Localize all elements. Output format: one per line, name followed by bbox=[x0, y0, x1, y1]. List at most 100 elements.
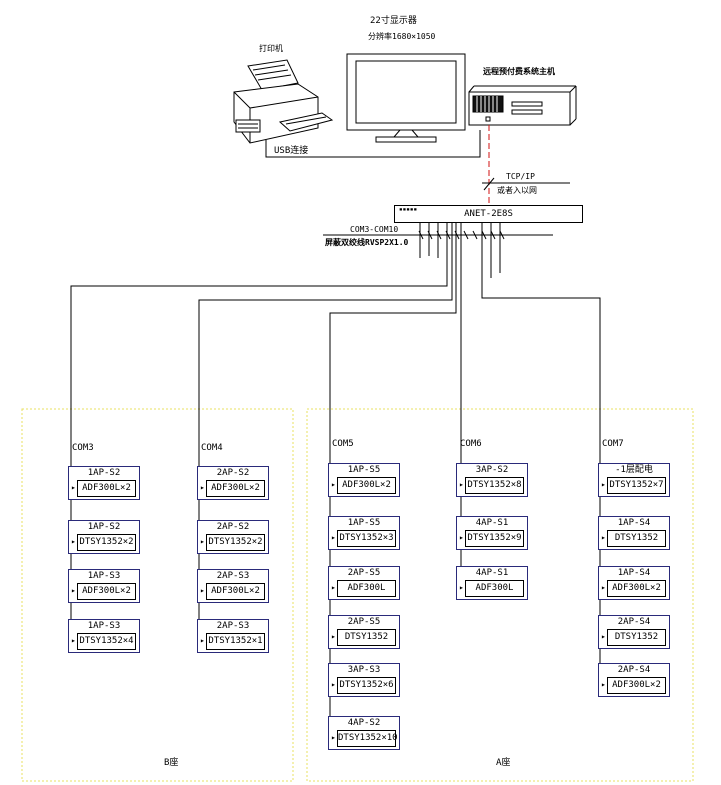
host-title: 远程预付费系统主机 bbox=[483, 67, 555, 76]
meter-model: ADF300L×2 bbox=[607, 677, 666, 694]
meter-model: ADF300L×2 bbox=[77, 480, 136, 497]
meter-model: DTSY1352 bbox=[337, 629, 396, 646]
arrow-right-icon: ▸ bbox=[331, 533, 336, 542]
meter-title: 1AP-S3 bbox=[87, 571, 121, 581]
arrow-right-icon: ▸ bbox=[459, 480, 464, 489]
meter-model: ADF300L×2 bbox=[206, 583, 265, 600]
arrow-right-icon: ▸ bbox=[331, 480, 336, 489]
arrow-right-icon: ▸ bbox=[601, 533, 606, 542]
arrow-right-icon: ▸ bbox=[331, 583, 336, 592]
meter-box: 4AP-S2▸DTSY1352×10 bbox=[328, 716, 400, 750]
meter-box: 2AP-S5 ▸ADF300L bbox=[328, 566, 400, 600]
meter-title: 4AP-S2 bbox=[347, 718, 381, 728]
arrow-right-icon: ▸ bbox=[459, 583, 464, 592]
meter-box: -1层配电▸DTSY1352×7 bbox=[598, 463, 670, 497]
meter-title: 2AP-S3 bbox=[216, 571, 250, 581]
gateway-name: ANET-2E8S bbox=[464, 209, 513, 219]
meter-model: ADF300L×2 bbox=[607, 580, 666, 597]
meter-box: 1AP-S5 ▸ADF300L×2 bbox=[328, 463, 400, 497]
meter-box: 2AP-S4▸DTSY1352 bbox=[598, 615, 670, 649]
meter-title: 2AP-S4 bbox=[617, 617, 651, 627]
usb-cable bbox=[265, 130, 481, 158]
meter-box: 1AP-S4 ▸ADF300L×2 bbox=[598, 566, 670, 600]
zone-a-label: A座 bbox=[496, 758, 511, 768]
zone-b-boundary bbox=[21, 408, 294, 782]
arrow-right-icon: ▸ bbox=[331, 632, 336, 641]
zone-a-boundary bbox=[306, 408, 694, 782]
meter-box: 2AP-S3▸DTSY1352×1 bbox=[197, 619, 269, 653]
meter-title: 1AP-S2 bbox=[87, 522, 121, 532]
arrow-right-icon: ▸ bbox=[200, 483, 205, 492]
arrow-right-icon: ▸ bbox=[71, 586, 76, 595]
meter-model: DTSY1352×4 bbox=[77, 633, 136, 650]
monitor-title: 22寸显示器 bbox=[370, 16, 417, 26]
meter-title: 1AP-S3 bbox=[87, 621, 121, 631]
meter-box: 3AP-S2▸DTSY1352×8 bbox=[456, 463, 528, 497]
meter-title: 1AP-S4 bbox=[617, 568, 651, 578]
monitor-icon bbox=[346, 53, 466, 143]
arrow-right-icon: ▸ bbox=[331, 680, 336, 689]
meter-title: 1AP-S2 bbox=[87, 468, 121, 478]
arrow-right-icon: ▸ bbox=[601, 583, 606, 592]
anet-gateway: ▪▪▪▪▪ ANET-2E8S bbox=[394, 205, 583, 223]
meter-box: 4AP-S1▸ADF300L bbox=[456, 566, 528, 600]
com-port-label: COM5 bbox=[332, 439, 354, 449]
meter-title: 1AP-S5 bbox=[347, 465, 381, 475]
meter-model: ADF300L×2 bbox=[77, 583, 136, 600]
meter-title: 2AP-S5 bbox=[347, 568, 381, 578]
meter-title: 2AP-S3 bbox=[216, 621, 250, 631]
zone-b-label: B座 bbox=[164, 758, 179, 768]
meter-box: 2AP-S3 ▸ADF300L×2 bbox=[197, 569, 269, 603]
meter-model: DTSY1352×2 bbox=[206, 534, 265, 551]
com-port-label: COM7 bbox=[602, 439, 624, 449]
cable-spec-label: 屏蔽双绞线RVSP2X1.0 bbox=[325, 238, 409, 247]
arrow-right-icon: ▸ bbox=[200, 586, 205, 595]
arrow-right-icon: ▸ bbox=[71, 537, 76, 546]
printer-icon bbox=[233, 59, 334, 144]
arrow-right-icon: ▸ bbox=[331, 733, 336, 742]
meter-title: 3AP-S3 bbox=[347, 665, 381, 675]
meter-model: DTSY1352×3 bbox=[337, 530, 396, 547]
meter-model: ADF300L×2 bbox=[337, 477, 396, 494]
com-port-label: COM3 bbox=[72, 443, 94, 453]
host-computer-icon bbox=[468, 85, 577, 126]
meter-model: DTSY1352 bbox=[607, 629, 666, 646]
printer-title: 打印机 bbox=[259, 44, 283, 53]
meter-title: 2AP-S2 bbox=[216, 522, 250, 532]
meter-box: 4AP-S1 ▸DTSY1352×9 bbox=[456, 516, 528, 550]
meter-model: ADF300L×2 bbox=[206, 480, 265, 497]
meter-title: 2AP-S4 bbox=[617, 665, 651, 675]
tcp-ip-sublabel: 或者入以网 bbox=[497, 186, 537, 195]
meter-model: DTSY1352×9 bbox=[465, 530, 524, 547]
meter-title: 1AP-S4 bbox=[617, 518, 651, 528]
meter-model: ADF300L bbox=[337, 580, 396, 597]
com-drop-lines bbox=[419, 223, 501, 278]
meter-box: 1AP-S4 ▸DTSY1352 bbox=[598, 516, 670, 550]
meter-model: DTSY1352×7 bbox=[607, 477, 666, 494]
meter-box: 2AP-S5▸DTSY1352 bbox=[328, 615, 400, 649]
tcp-ip-label: TCP/IP bbox=[506, 172, 535, 181]
meter-title: 2AP-S2 bbox=[216, 468, 250, 478]
com-range-label: COM3-COM10 bbox=[350, 225, 399, 234]
meter-box: 2AP-S2▸DTSY1352×2 bbox=[197, 520, 269, 554]
meter-title: 4AP-S1 bbox=[475, 568, 509, 578]
meter-title: 4AP-S1 bbox=[475, 518, 509, 528]
meter-model: DTSY1352 bbox=[607, 530, 666, 547]
meter-model: DTSY1352×8 bbox=[465, 477, 524, 494]
meter-model: DTSY1352×2 bbox=[77, 534, 136, 551]
com7-route bbox=[481, 223, 601, 690]
meter-box: 2AP-S2 ▸ADF300L×2 bbox=[197, 466, 269, 500]
arrow-right-icon: ▸ bbox=[71, 636, 76, 645]
meter-model: DTSY1352×6 bbox=[337, 677, 396, 694]
usb-label: USB连接 bbox=[274, 146, 309, 156]
com-port-label: COM4 bbox=[201, 443, 223, 453]
meter-box: 2AP-S4▸ADF300L×2 bbox=[598, 663, 670, 697]
meter-box: 1AP-S2 ▸DTSY1352×2 bbox=[68, 520, 140, 554]
com-port-label: COM6 bbox=[460, 439, 482, 449]
monitor-resolution: 分辨率1680×1050 bbox=[368, 32, 436, 41]
meter-box: 1AP-S3 ▸DTSY1352×4 bbox=[68, 619, 140, 653]
meter-title: -1层配电 bbox=[615, 465, 653, 475]
meter-title: 1AP-S5 bbox=[347, 518, 381, 528]
gateway-port-icon: ▪▪▪▪▪ bbox=[399, 206, 418, 213]
arrow-right-icon: ▸ bbox=[459, 533, 464, 542]
